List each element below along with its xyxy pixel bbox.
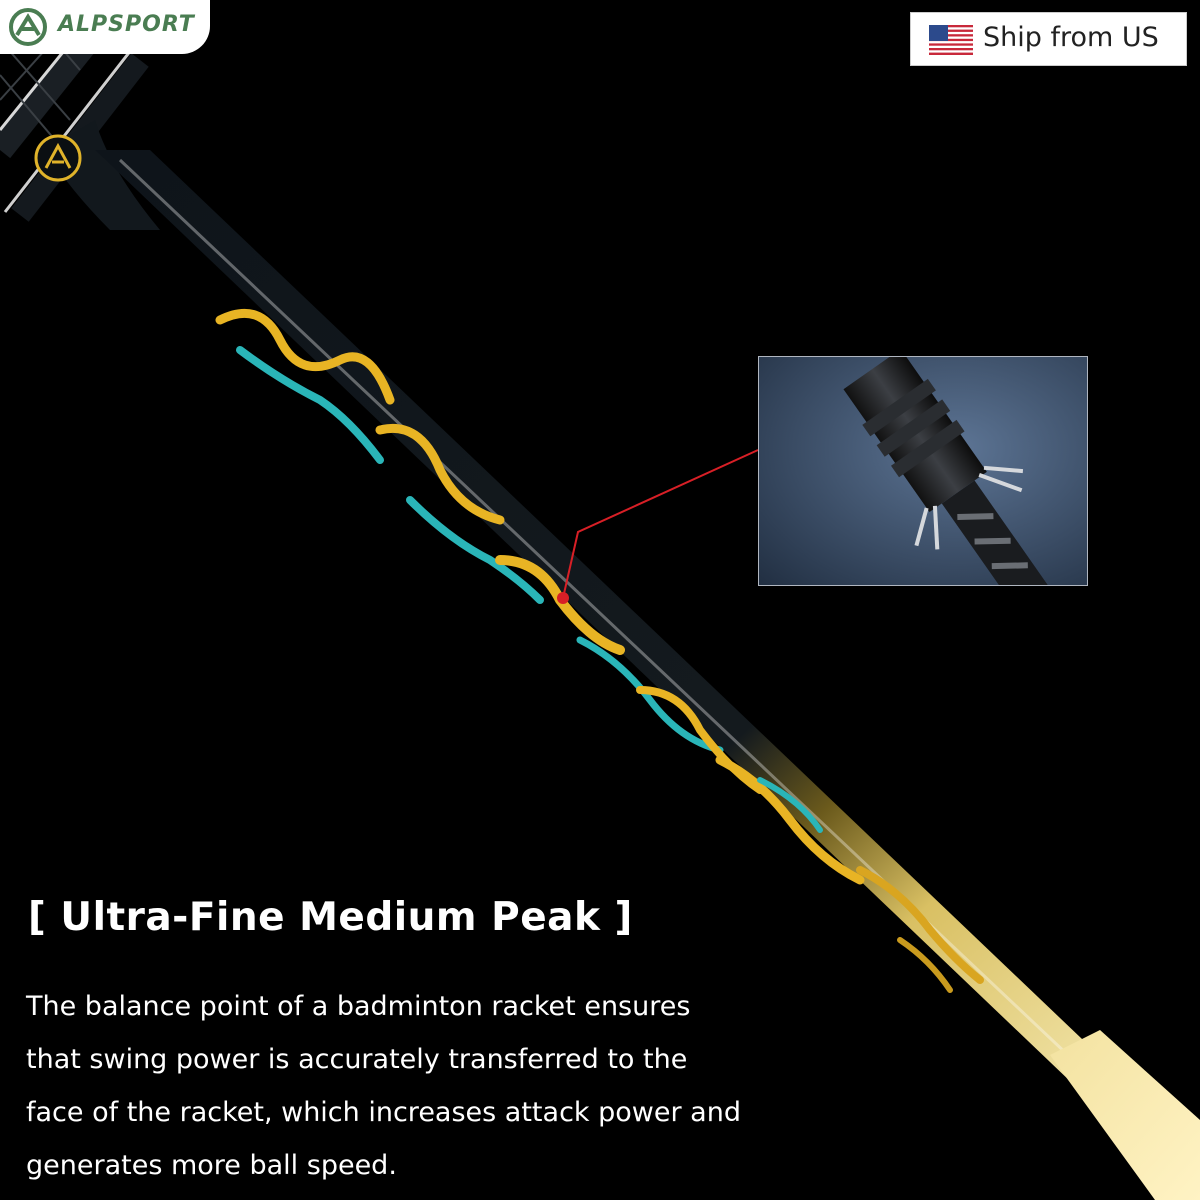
balance-point-callout [557,449,759,604]
carbon-fiber-closeup-image [759,357,1087,585]
description-line: that swing power is accurately transferr… [26,1044,688,1075]
brand-name: ALPSPORT [58,12,195,37]
ship-from-label: Ship from US [983,22,1159,53]
ship-from-badge: Ship from US [910,12,1187,66]
description-line: The balance point of a badminton racket … [26,991,691,1022]
brand-logo-badge: ALPSPORT [0,0,210,54]
us-flag-icon [929,25,973,55]
shaft-closeup-inset [758,356,1088,586]
feature-description: The balance point of a badminton racket … [26,980,826,1192]
racket-shaft [95,150,1125,1105]
feature-heading: [ Ultra-Fine Medium Peak ] [28,895,633,940]
description-line: generates more ball speed. [26,1150,397,1181]
racket-handle [1050,1030,1200,1200]
description-line: face of the racket, which increases atta… [26,1097,741,1128]
throat-emblem-icon [34,134,82,182]
alpsport-mountain-logo-icon [9,8,47,46]
